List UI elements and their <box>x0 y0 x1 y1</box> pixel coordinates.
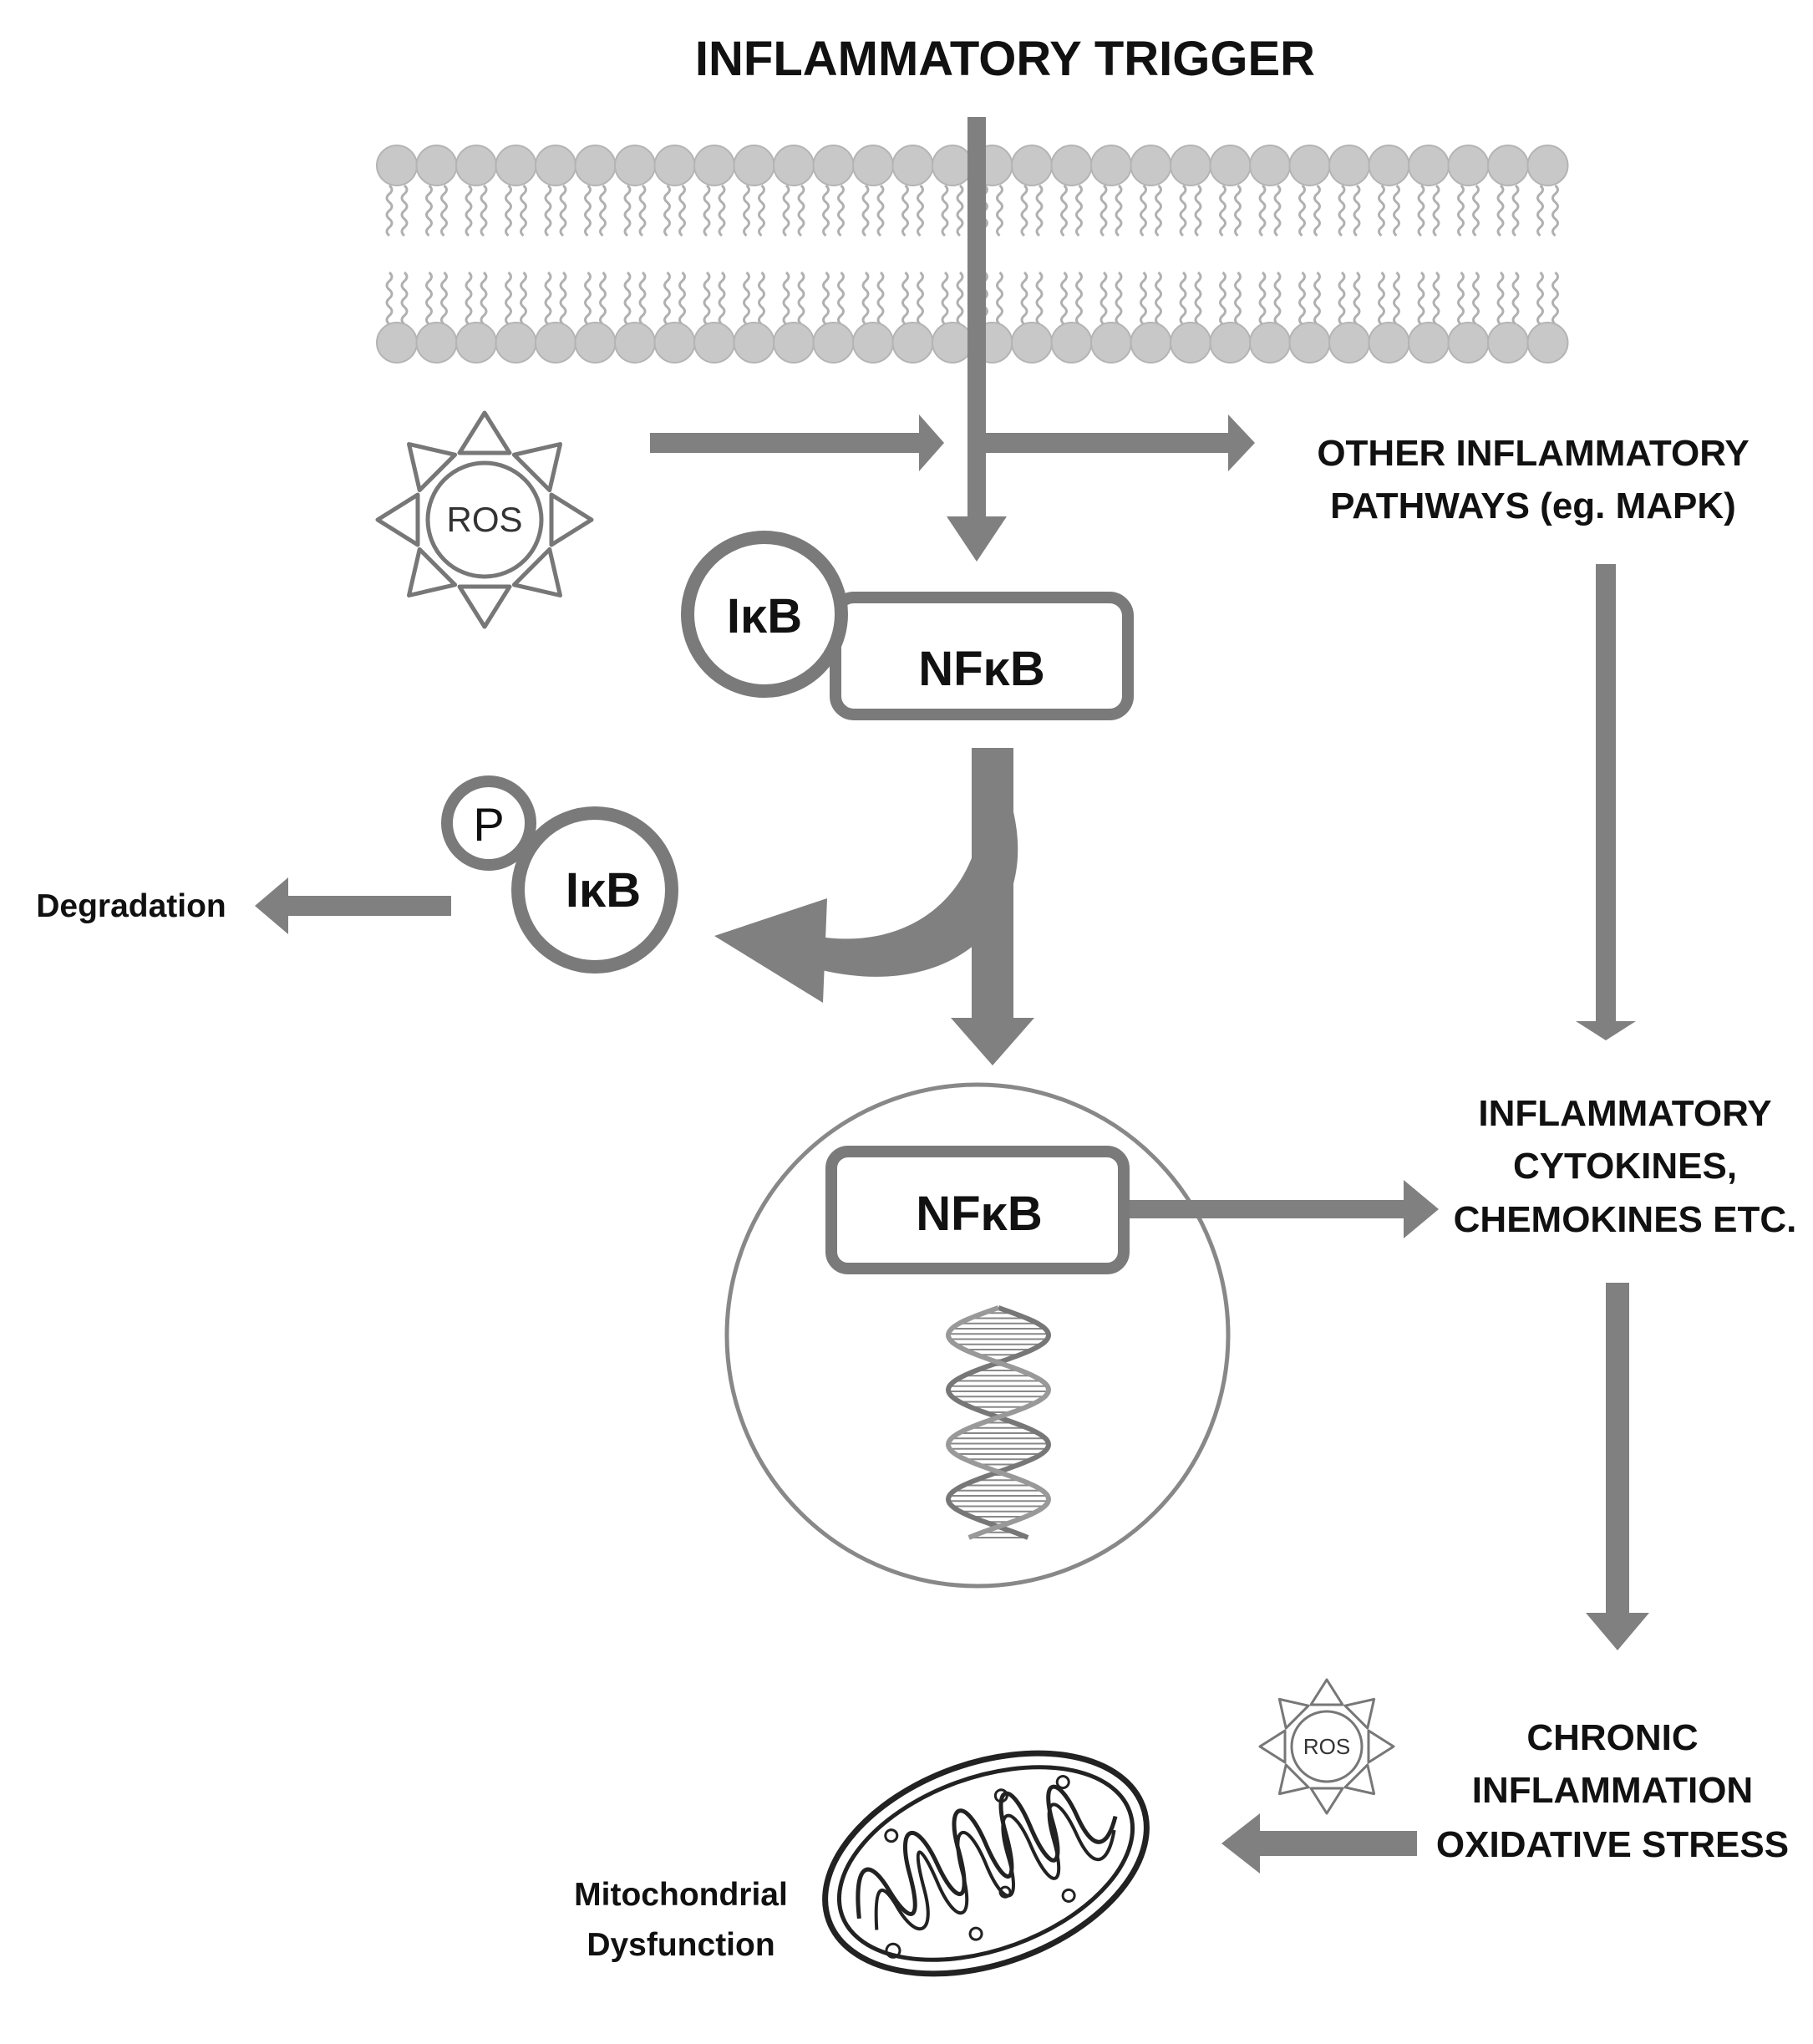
trigger-arrow <box>947 117 1007 562</box>
complex-nfkb-label: NFκB <box>918 642 1045 696</box>
complex-ikb-label: IκB <box>727 589 802 643</box>
phospho-ikb-label: IκB <box>566 863 641 918</box>
cell-membrane-bilayer <box>376 145 1569 364</box>
ikb-nfkb-complex <box>681 531 1134 720</box>
ros-starburst-icon <box>375 410 594 629</box>
degradation-label: Degradation <box>36 888 226 924</box>
nucleus-nfkb-label: NFκB <box>916 1187 1043 1241</box>
other-pathways-line2: PATHWAYS (eg. MAPK) <box>1330 486 1736 526</box>
pathways-to-cytokines-arrow <box>1576 564 1636 1040</box>
phosphate-label: P <box>473 798 504 851</box>
mito-line2: Dysfunction <box>587 1927 774 1963</box>
nfkb-to-cytokines-arrow <box>1130 1180 1439 1238</box>
ikb-release-curved-arrow <box>714 802 1018 1003</box>
cytokines-to-chronic-arrow <box>1586 1283 1649 1650</box>
title-inflammatory-trigger: INFLAMMATORY TRIGGER <box>695 32 1315 86</box>
cytokines-line3: CHEMOKINES ETC. <box>1454 1199 1797 1240</box>
mito-line1: Mitochondrial <box>574 1877 788 1913</box>
ros-label: ROS <box>446 500 522 539</box>
degradation-arrow <box>255 877 451 934</box>
dna-helix-icon <box>945 1305 1052 1540</box>
chronic-line1: CHRONIC <box>1526 1717 1698 1758</box>
mitochondrion-icon <box>822 1750 1150 1977</box>
chronic-line3: OXIDATIVE STRESS <box>1436 1824 1789 1865</box>
ros-small-starburst-icon <box>1258 1678 1395 1815</box>
chronic-to-mitochondria-arrow <box>1221 1813 1417 1874</box>
nucleus <box>724 1082 1231 1589</box>
ros-to-pathway-arrow <box>650 414 944 471</box>
ros-small-label: ROS <box>1303 1734 1350 1759</box>
phosphorylated-ikb <box>441 775 678 974</box>
to-other-pathways-arrow <box>986 414 1255 471</box>
other-pathways-line1: OTHER INFLAMMATORY <box>1317 433 1749 474</box>
cytokines-line1: INFLAMMATORY <box>1478 1093 1771 1134</box>
cytokines-line2: CYTOKINES, <box>1513 1146 1737 1187</box>
chronic-line2: INFLAMMATION <box>1472 1770 1753 1811</box>
